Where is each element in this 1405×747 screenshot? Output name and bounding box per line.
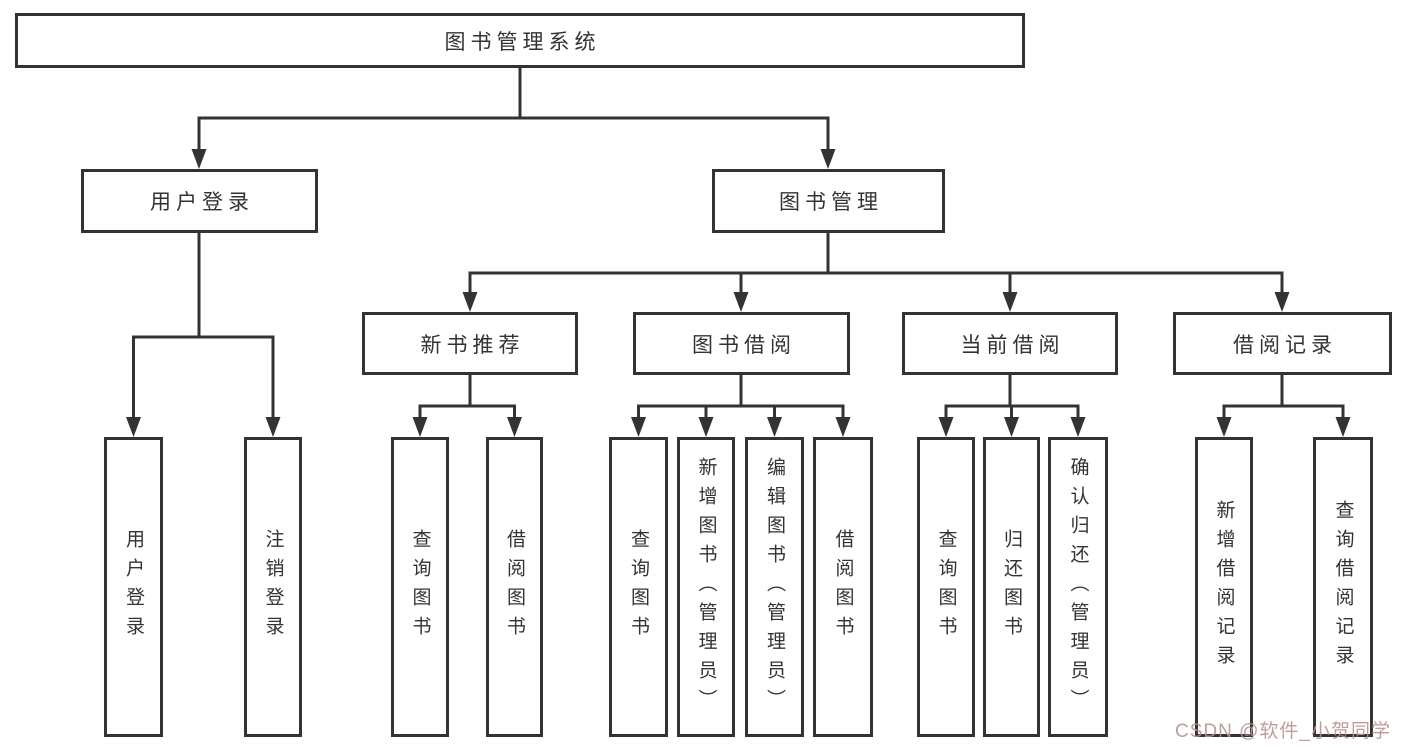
leaf-return-books-label: 归还图书	[1001, 529, 1022, 645]
node-book-management: 图书管理	[712, 169, 945, 233]
node-user-login-label: 用户登录	[150, 191, 254, 214]
leaf-logout-label: 注销登录	[262, 529, 284, 645]
node-current-borrowing-label: 当前借阅	[960, 333, 1065, 357]
node-book-borrowing-label: 图书借阅	[692, 333, 796, 357]
leaf-edit-book-admin-label: 编辑图书（管理员）	[764, 456, 785, 718]
leaf-search-books-recommend: 查询图书	[391, 437, 449, 737]
leaf-search-books-current-label: 查询图书	[935, 529, 957, 645]
node-user-login: 用户登录	[81, 169, 318, 233]
leaf-logout: 注销登录	[244, 437, 302, 737]
leaf-search-books-borrowing: 查询图书	[609, 437, 668, 737]
leaf-edit-book-admin: 编辑图书（管理员）	[745, 437, 804, 737]
node-book-management-label: 图书管理	[779, 191, 883, 214]
node-book-borrowing: 图书借阅	[633, 312, 850, 375]
watermark: CSDN @软件_小贺同学	[1175, 721, 1391, 742]
leaf-return-books: 归还图书	[983, 437, 1040, 737]
leaf-confirm-return-admin: 确认归还（管理员）	[1048, 437, 1108, 737]
leaf-search-borrow-record-label: 查询借阅记录	[1332, 500, 1354, 674]
node-new-book-recommendation: 新书推荐	[362, 312, 578, 375]
leaf-add-borrow-record-label: 新增借阅记录	[1213, 500, 1235, 674]
leaf-borrow-books-recommend-label: 借阅图书	[504, 529, 525, 645]
leaf-user-login-label: 用户登录	[123, 529, 144, 645]
leaf-add-book-admin-label: 新增图书（管理员）	[695, 456, 717, 718]
node-new-book-recommendation-label: 新书推荐	[420, 333, 525, 357]
node-current-borrowing: 当前借阅	[902, 312, 1118, 375]
node-root: 图书管理系统	[15, 13, 1025, 68]
leaf-add-book-admin: 新增图书（管理员）	[677, 437, 735, 737]
leaf-borrow-books-borrowing: 借阅图书	[813, 437, 873, 737]
leaf-search-books-recommend-label: 查询图书	[409, 529, 431, 645]
node-borrowing-records-label: 借阅记录	[1233, 333, 1337, 357]
leaf-search-books-borrowing-label: 查询图书	[628, 529, 649, 645]
node-root-label: 图书管理系统	[444, 30, 601, 54]
leaf-confirm-return-admin-label: 确认归还（管理员）	[1067, 456, 1089, 718]
node-borrowing-records: 借阅记录	[1173, 312, 1392, 375]
leaf-add-borrow-record: 新增借阅记录	[1195, 437, 1253, 737]
leaf-user-login: 用户登录	[104, 437, 163, 737]
leaf-search-borrow-record: 查询借阅记录	[1313, 437, 1373, 737]
leaf-borrow-books-borrowing-label: 借阅图书	[832, 529, 854, 645]
leaf-borrow-books-recommend: 借阅图书	[486, 437, 543, 737]
leaf-search-books-current: 查询图书	[917, 437, 975, 737]
